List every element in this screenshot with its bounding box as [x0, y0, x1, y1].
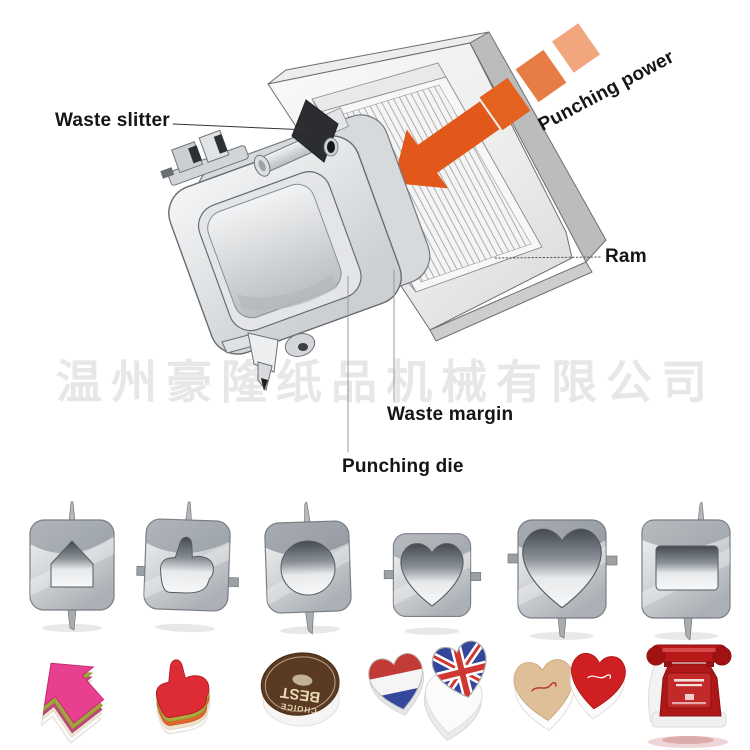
- die-heart-shape: [383, 533, 482, 635]
- red-telephone-box: [646, 644, 732, 748]
- products-row: CHOICE BEST: [40, 638, 732, 748]
- round-pad-brand: CHOICE BEST: [279, 674, 321, 715]
- die-thumbs-up-shape: [136, 501, 239, 633]
- watermark-text: 温州豪隆纸品机械有限公司: [56, 356, 716, 408]
- die-circle-shape: [264, 501, 352, 635]
- red-heart-box: [569, 652, 626, 720]
- clamp-blocks: [160, 129, 249, 186]
- die-rectangle-shape: [641, 501, 731, 641]
- tan-heart-box: [513, 659, 575, 731]
- phone-label-lines: [672, 679, 706, 705]
- bear-logo: [292, 674, 313, 686]
- leader-lines: [172, 123, 602, 453]
- script-signature: [587, 674, 612, 679]
- dutch-flag-heart: [365, 650, 430, 716]
- heart-gift-boxes: [513, 652, 626, 731]
- dies-row: [29, 501, 731, 641]
- punching-die-assembly: [160, 99, 431, 392]
- arrow-sticky-pad: [40, 662, 105, 744]
- svg-text:BEST: BEST: [279, 683, 321, 705]
- punching-power-arrow: [393, 23, 601, 189]
- punching-mechanism-diagram: [160, 23, 607, 453]
- thumbs-up-sticky-pad: [155, 659, 211, 734]
- bottom-hook: [221, 332, 316, 392]
- flag-heart-pads: [365, 638, 495, 741]
- die-house-shape: [29, 501, 115, 632]
- best-choice-round-pad: CHOICE BEST: [260, 652, 340, 727]
- script-signature: [531, 682, 557, 692]
- die-heart-large-shape: [507, 519, 618, 640]
- rod-and-slitter: [253, 99, 350, 177]
